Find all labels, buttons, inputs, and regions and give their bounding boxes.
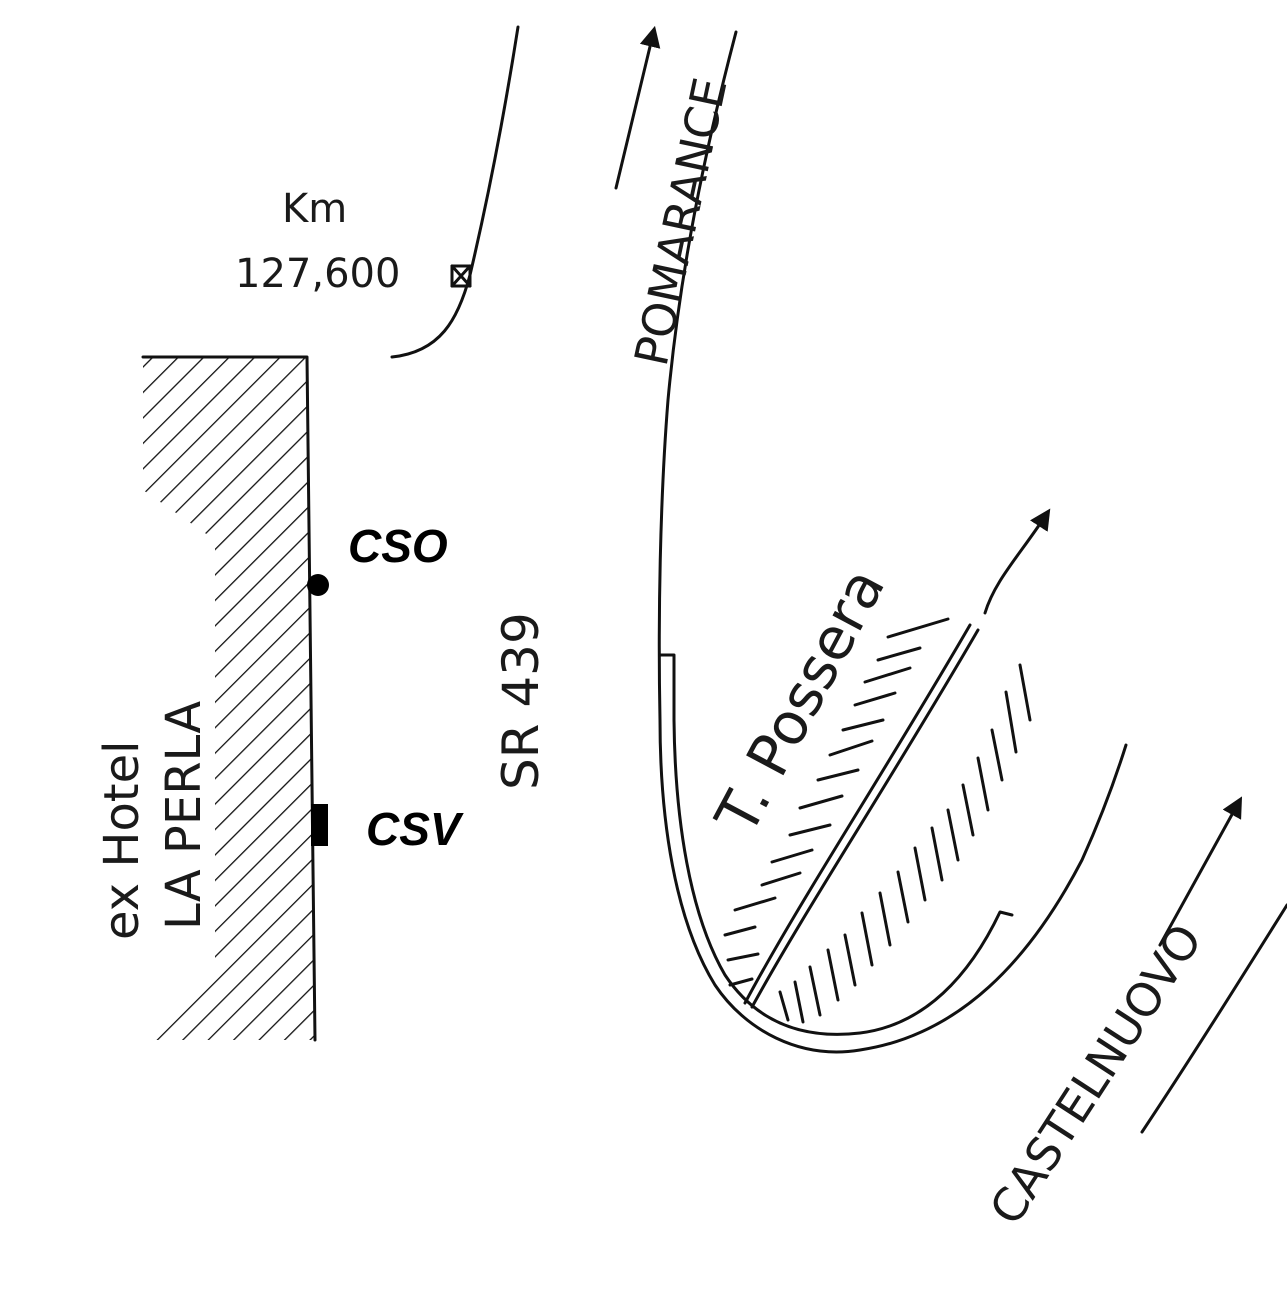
main-road-outer	[657, 30, 1128, 1054]
km-value: 127,600	[235, 251, 400, 297]
km-title: Km	[282, 186, 347, 232]
station-cso-label: CSO	[348, 520, 448, 572]
km-marker-boxed-x-icon	[450, 264, 472, 288]
main-road-inner	[658, 653, 1014, 1036]
hotel-building	[143, 357, 315, 1040]
stream-arrow-icon	[983, 508, 1051, 615]
side-road	[390, 25, 520, 359]
station-csv-label: CSV	[366, 803, 464, 855]
hotel-label-line2: LA PERLA	[156, 701, 212, 930]
castelnuovo-road-edge	[1140, 903, 1287, 1134]
stream-possera	[723, 508, 1051, 1024]
pomarance-label: POMARANCE	[624, 73, 738, 370]
csv-filled-rectangle-icon	[311, 804, 328, 846]
cso-filled-circle-icon	[307, 574, 329, 596]
road-label: SR 439	[492, 612, 550, 790]
castelnuovo-arrow-icon	[1158, 796, 1243, 947]
pomarance-arrow-icon	[614, 25, 661, 190]
hotel-label-line1: ex Hotel	[94, 741, 150, 941]
